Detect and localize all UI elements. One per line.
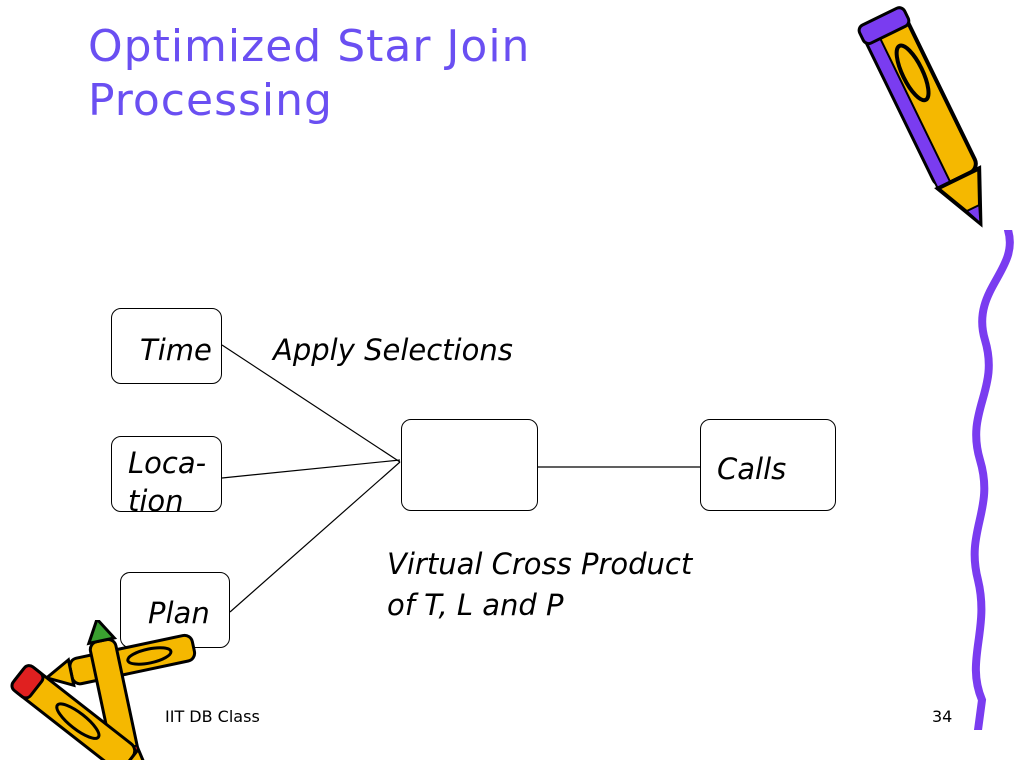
- virtual-cross-product-box: [401, 419, 538, 511]
- title-line-2: Processing: [88, 75, 333, 126]
- apply-selections-label: Apply Selections: [273, 333, 513, 367]
- plan-label: Plan: [148, 596, 210, 630]
- location-label-line-2: tion: [128, 484, 184, 518]
- page-number: 34: [932, 707, 953, 726]
- location-box: [111, 436, 222, 512]
- virtual-cross-product-label-line-1: Virtual Cross Product: [387, 547, 693, 581]
- connector-time: [221, 344, 401, 463]
- squiggle-line: [970, 230, 1014, 730]
- footer-left: IIT DB Class: [165, 707, 260, 726]
- time-box: [111, 308, 222, 384]
- calls-box: [700, 419, 836, 511]
- connector-plan: [229, 461, 401, 613]
- calls-label: Calls: [717, 452, 787, 486]
- pencil-icon: [857, 6, 983, 228]
- page-title: Optimized Star Join Processing: [88, 20, 788, 128]
- title-line-1: Optimized Star Join: [88, 21, 531, 72]
- time-label: Time: [140, 333, 212, 367]
- virtual-cross-product-label-line-2: of T, L and P: [387, 588, 564, 622]
- crayons-icon: [10, 620, 197, 760]
- plan-box: [120, 572, 230, 648]
- location-label-line-1: Loca-: [128, 446, 207, 480]
- connector-location: [221, 459, 401, 479]
